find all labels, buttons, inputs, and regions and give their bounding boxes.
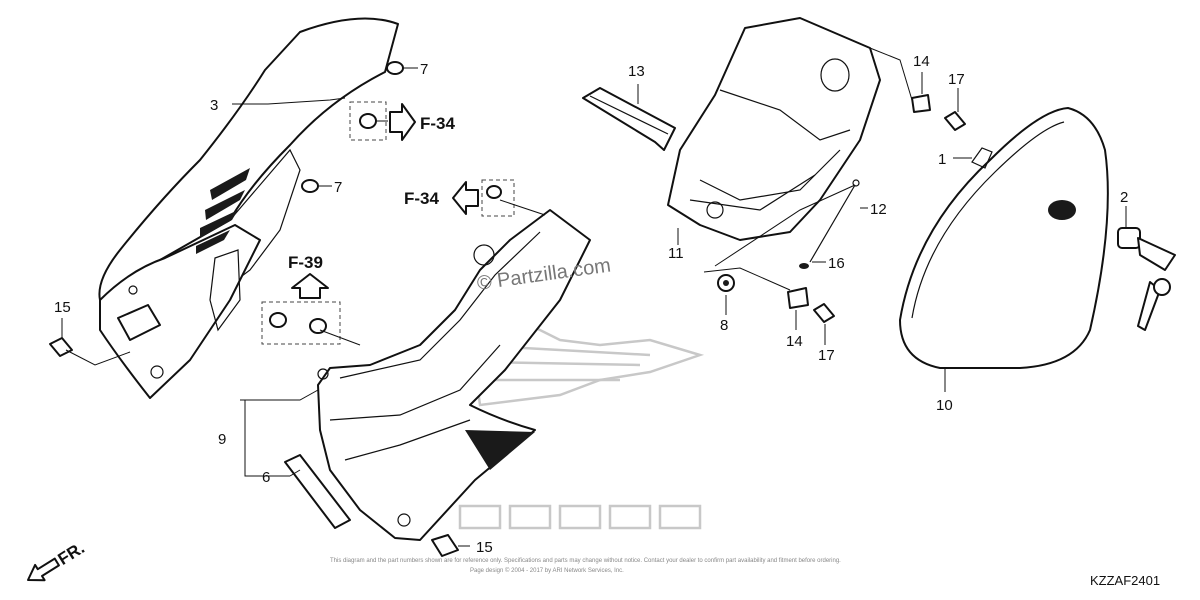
- part-17-bolt-lower: [813, 303, 835, 323]
- ref-box-f39: [261, 301, 341, 345]
- part-12-rod: [809, 179, 860, 263]
- callout-17-upper: 17: [948, 71, 965, 88]
- outline-arrow-icon-left: [452, 181, 479, 215]
- part-11-air-cleaner-housing: [667, 17, 881, 241]
- part-2-key-lock: [1117, 227, 1176, 331]
- callout-14-upper: 14: [913, 53, 930, 70]
- callout-7-upper: 7: [420, 61, 428, 78]
- callout-12: 12: [870, 201, 887, 218]
- callout-9: 9: [218, 431, 226, 448]
- part-14-collar-lower: [787, 287, 809, 309]
- fine-print-line-2: Page design © 2004 - 2017 by ARI Network…: [470, 567, 624, 574]
- ref-label-f34-right[interactable]: F-34: [420, 114, 456, 133]
- outline-arrow-icon-up: [291, 273, 329, 299]
- diagram-code: KZZAF2401: [1090, 573, 1160, 588]
- callout-15-bottom: 15: [476, 539, 493, 556]
- part-9-side-cover: [317, 209, 591, 541]
- callout-14-lower: 14: [786, 333, 803, 350]
- callout-16: 16: [828, 255, 845, 272]
- part-14-collar-upper: [911, 94, 931, 113]
- part-7-grommet-upper: [386, 61, 404, 75]
- part-17-bolt-upper: [944, 111, 966, 131]
- callout-3: 3: [210, 97, 218, 114]
- callout-7-lower: 7: [334, 179, 342, 196]
- part-15-bolt-left: [49, 337, 73, 357]
- ref-label-f34-left[interactable]: F-34: [404, 189, 440, 208]
- callout-13: 13: [628, 63, 645, 80]
- part-6-seal-strip: [284, 454, 351, 529]
- ref-label-f39[interactable]: F-39: [288, 253, 323, 272]
- callout-8: 8: [720, 317, 728, 334]
- callout-2: 2: [1120, 189, 1128, 206]
- front-direction-arrow-icon: FR.: [27, 538, 88, 582]
- part-8-grommet: [717, 274, 735, 292]
- callout-15-left: 15: [54, 299, 71, 316]
- ref-box-f34-left: [481, 179, 515, 217]
- part-7-grommet-lower: [301, 179, 319, 193]
- callout-6: 6: [262, 469, 270, 486]
- part-13-strap: [582, 87, 676, 151]
- part-16-clip: [799, 263, 809, 269]
- part-1-clip: [971, 147, 993, 169]
- front-label: FR.: [55, 538, 88, 569]
- callout-10: 10: [936, 397, 953, 414]
- part-10-right-side-cover: [899, 107, 1109, 369]
- fine-print-line-1: This diagram and the part numbers shown …: [330, 558, 841, 564]
- callout-1: 1: [938, 151, 946, 168]
- callout-11: 11: [668, 245, 684, 262]
- callout-17-lower: 17: [818, 347, 835, 364]
- honda-logo-letters: [458, 504, 702, 530]
- part-15-bolt-bottom: [431, 534, 459, 557]
- leader-lines: [61, 47, 1127, 547]
- ref-box-f34-right: [349, 101, 387, 141]
- part-3-upper-cover: [98, 17, 399, 399]
- outline-arrow-icon-right: [389, 103, 416, 141]
